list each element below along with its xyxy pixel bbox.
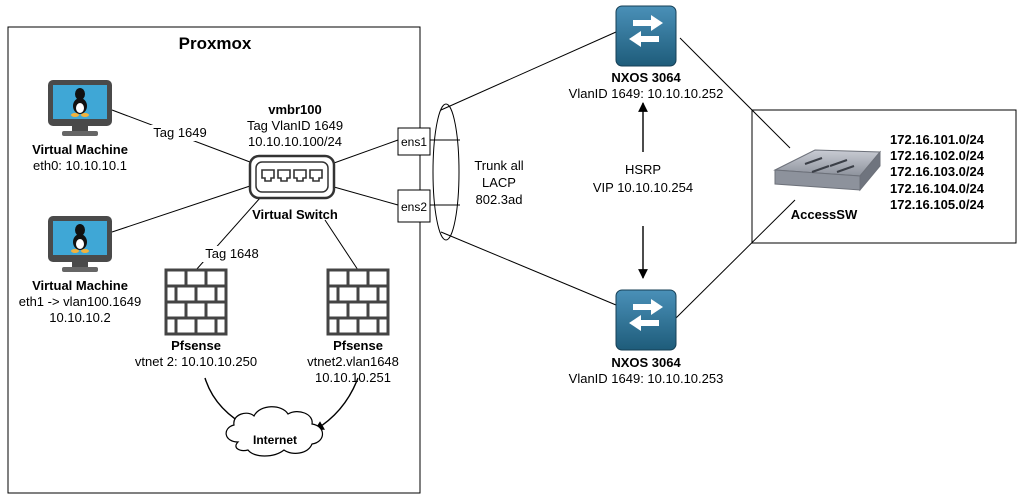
firewall-icon <box>164 268 228 336</box>
edge-label-tag1649: Tag 1649 <box>150 125 210 141</box>
vm2-ip: 10.10.10.2 <box>49 310 111 325</box>
trunk-line1: Trunk all <box>474 158 524 173</box>
trunk-line3: 802.3ad <box>475 192 523 207</box>
access-switch-label: AccessSW <box>790 207 858 222</box>
vm2-name: Virtual Machine <box>32 278 128 293</box>
firewall-icon <box>326 268 390 336</box>
vswitch-tag: Tag VlanID 1649 <box>246 118 344 133</box>
access-switch-icon <box>773 149 882 192</box>
vswitch-ip: 10.10.10.100/24 <box>248 134 342 149</box>
vswitch-label: Virtual Switch <box>252 207 338 222</box>
nxos2-vlan: VlanID 1649: 10.10.10.253 <box>568 371 724 386</box>
vm1-name: Virtual Machine <box>32 142 128 157</box>
vm1-interface: eth0: 10.10.10.1 <box>33 158 127 173</box>
subnet-3: 172.16.103.0/24 <box>890 164 984 179</box>
pfsense1-name: Pfsense <box>171 338 221 353</box>
nxos2-name: NXOS 3064 <box>611 355 681 370</box>
nxos-switch-icon <box>615 5 677 67</box>
cloud-icon <box>225 406 324 457</box>
hsrp-label: HSRP <box>624 162 662 177</box>
pfsense2-interface: vtnet2.vlan1648 <box>307 354 399 369</box>
proxmox-frame <box>7 26 421 494</box>
subnet-1: 172.16.101.0/24 <box>890 132 984 147</box>
subnet-2: 172.16.102.0/24 <box>890 148 984 163</box>
nxos1-vlan: VlanID 1649: 10.10.10.252 <box>568 86 724 101</box>
trunk-line2: LACP <box>482 175 516 190</box>
nxos-switch-icon <box>615 289 677 351</box>
nxos1-name: NXOS 3064 <box>611 70 681 85</box>
port-ens1-label: ens1 <box>400 135 428 149</box>
vm2-interface: eth1 -> vlan100.1649 <box>18 294 142 309</box>
virtual-switch-icon <box>248 154 336 200</box>
edge-label-tag1648: Tag 1648 <box>202 246 262 262</box>
vswitch-name: vmbr100 <box>268 102 322 117</box>
pfsense1-interface: vtnet 2: 10.10.10.250 <box>134 354 258 369</box>
proxmox-title: Proxmox <box>178 34 252 53</box>
hsrp-vip: VIP 10.10.10.254 <box>592 180 694 195</box>
monitor-icon <box>48 216 112 272</box>
subnet-4: 172.16.104.0/24 <box>890 181 984 196</box>
access-frame <box>751 109 1017 244</box>
pfsense2-ip: 10.10.10.251 <box>315 370 391 385</box>
monitor-icon <box>48 80 112 136</box>
port-ens2[interactable] <box>397 189 431 223</box>
pfsense2-name: Pfsense <box>333 338 383 353</box>
lacp-bundle-ellipse <box>432 103 460 241</box>
port-ens2-label: ens2 <box>400 200 428 214</box>
port-ens1[interactable] <box>397 127 431 156</box>
subnet-5: 172.16.105.0/24 <box>890 197 984 212</box>
internet-label: Internet <box>252 433 297 447</box>
